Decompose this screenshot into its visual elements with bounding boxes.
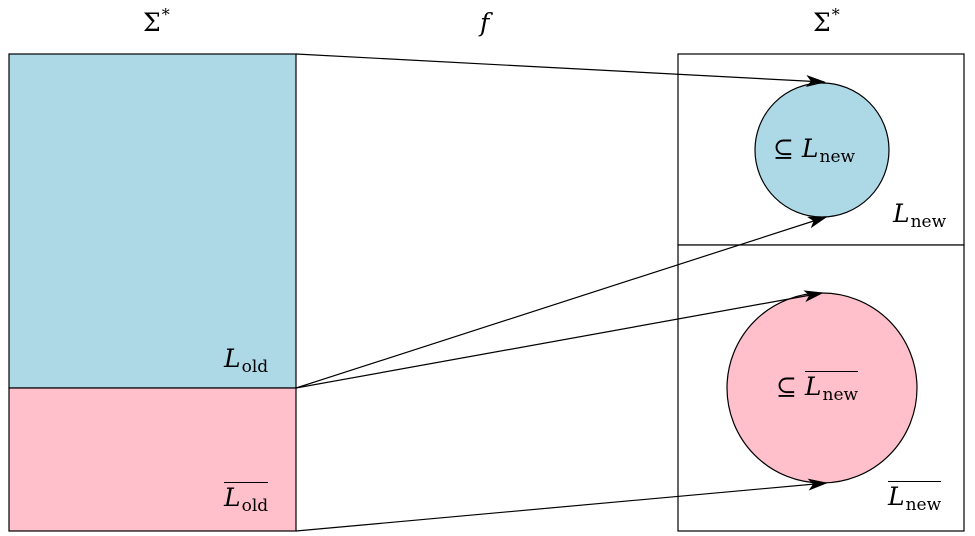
l-old-complement-region xyxy=(8,387,297,532)
l-old-region xyxy=(8,53,297,389)
sigma-star-right-label: Σ* xyxy=(813,5,840,37)
l-old-label: Lold xyxy=(224,344,269,377)
arrow-middle-to-l-new-circle xyxy=(295,216,828,389)
subset-l-new-complement-circle-label: ⊆ Lnew xyxy=(776,371,859,405)
subset-l-new-circle-label: ⊆ Lnew xyxy=(773,134,856,167)
l-new-label: Lnew xyxy=(893,199,947,232)
arrow-middle-to-complement-circle xyxy=(295,290,824,389)
l-old-complement-label: Lold xyxy=(224,482,269,516)
function-f-label: f xyxy=(480,8,490,37)
arrow-top-to-top xyxy=(295,53,826,88)
arrow-bottom-to-bottom xyxy=(295,478,828,532)
sigma-star-left-label: Σ* xyxy=(143,5,170,37)
l-new-complement-label: Lnew xyxy=(888,481,942,515)
